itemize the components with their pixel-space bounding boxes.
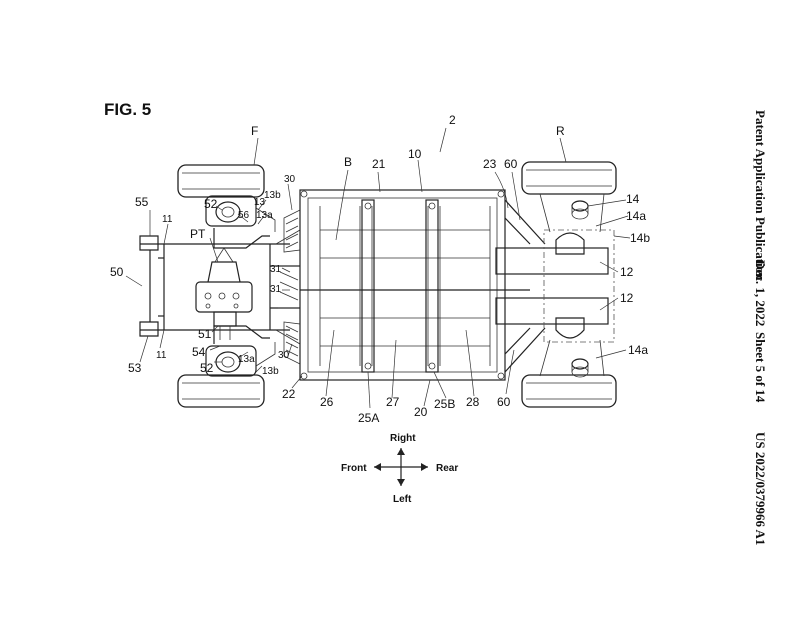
label-21: 21 [372,157,386,171]
front-right-wheel-bottom [177,374,265,408]
label-10: 10 [408,147,422,161]
label-13b-top: 13b [264,190,281,201]
label-14a-bottom: 14a [628,343,648,357]
label-52-bottom: 52 [200,361,214,375]
figure-title: FIG. 5 [104,100,152,119]
label-13b-bottom: 13b [262,366,279,377]
leader-lines [125,127,631,409]
label-14a-top: 14a [626,209,646,223]
label-53: 53 [128,361,142,375]
label-31-a: 31 [270,264,282,275]
label-51: 51 [198,327,212,341]
rear-wheel-top [521,161,617,195]
label-30-bottom: 30 [278,350,290,361]
label-12-a: 12 [620,265,634,279]
label-27: 27 [386,395,400,409]
front-subframe [139,209,301,365]
label-11-top: 11 [162,214,173,225]
front-left-wheel-top [177,164,265,198]
label-14: 14 [626,192,640,206]
main-frame [299,189,506,381]
label-56: 56 [238,210,250,221]
front-suspension [205,195,276,377]
label-14b: 14b [630,231,650,245]
reference-labels: 2 F R B 10 21 23 60 14 14a 14b 12 12 14a… [110,113,650,425]
label-25A: 25A [358,411,379,425]
label-12-b: 12 [620,291,634,305]
direction-front-label: Front [341,463,367,474]
label-2: 2 [449,113,456,127]
rear-wheel-bottom [521,374,617,408]
label-F: F [251,124,258,138]
label-60-top: 60 [504,157,518,171]
label-60-bottom: 60 [497,395,511,409]
label-28: 28 [466,395,480,409]
label-54: 54 [192,345,206,359]
label-13a-top: 13a [256,210,273,221]
label-PT: PT [190,227,206,241]
label-50: 50 [110,265,124,279]
label-13: 13 [254,197,266,208]
powertrain [195,247,253,340]
label-22: 22 [282,387,296,401]
label-13a-bottom: 13a [238,354,255,365]
direction-left-label: Left [393,494,412,505]
label-B: B [344,155,352,169]
direction-indicator: Right Left Front Rear [341,433,458,505]
label-25B: 25B [434,397,455,411]
label-11-bottom: 11 [156,350,167,361]
label-26: 26 [320,395,334,409]
label-R: R [556,124,565,138]
label-20: 20 [414,405,428,419]
rear-frame [495,193,615,378]
label-30-top: 30 [284,174,296,185]
label-23: 23 [483,157,497,171]
direction-right-label: Right [390,433,416,444]
label-52-top: 52 [204,197,218,211]
direction-rear-label: Rear [436,463,458,474]
label-55: 55 [135,195,149,209]
label-31-b: 31 [270,284,282,295]
